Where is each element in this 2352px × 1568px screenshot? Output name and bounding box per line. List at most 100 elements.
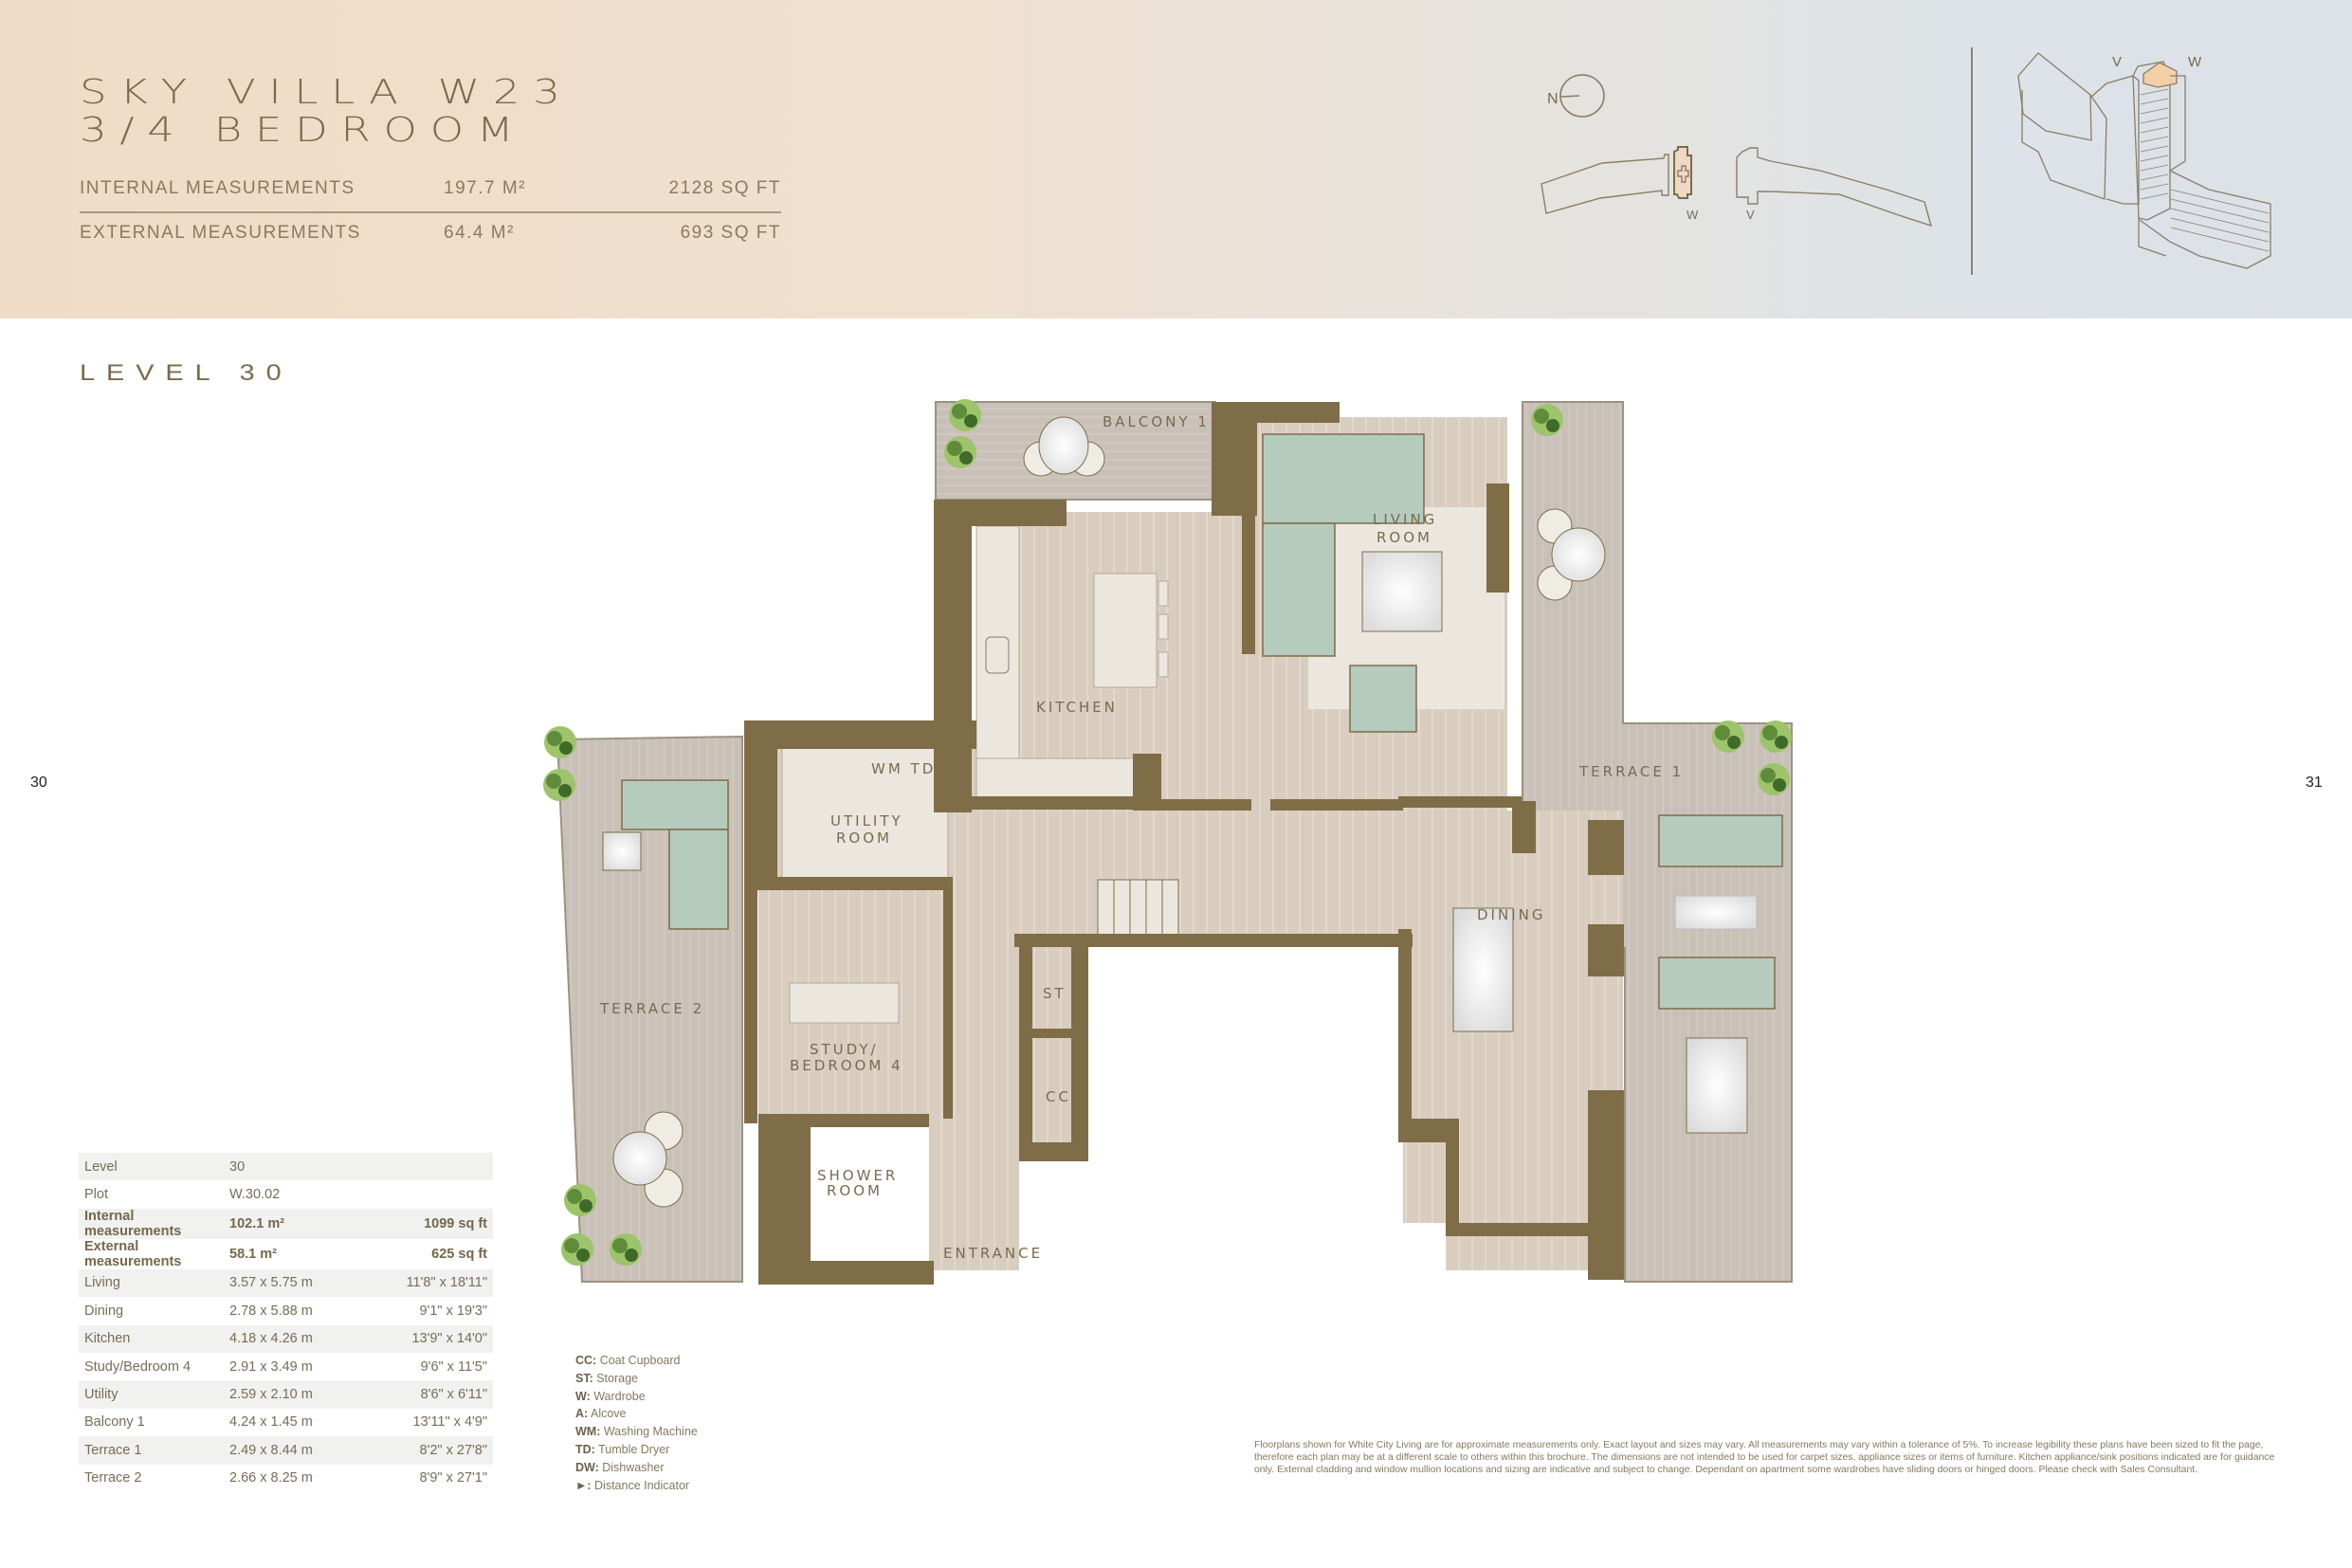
label-study-1: STUDY/ [810, 1041, 879, 1058]
spec-label: External measurements [84, 1238, 182, 1269]
legend-text: Washing Machine [600, 1425, 698, 1439]
page-title: SKY VILLA W23 3/4 BEDROOM [80, 74, 574, 150]
label-dining: DINING [1477, 906, 1545, 923]
legend-abbr: TD: [575, 1442, 595, 1456]
stairs [1097, 879, 1179, 941]
spec-label: Plot [84, 1187, 108, 1203]
terrace-2-table-set [612, 1111, 684, 1208]
legend-abbr: W: [575, 1389, 591, 1403]
spec-metric: 30 [224, 1153, 377, 1181]
terrace-2-sofa [621, 779, 729, 930]
internal-sqft: 2128 SQ FT [668, 178, 781, 198]
legend-text: Tumble Dryer [594, 1442, 670, 1456]
spec-metric: 102.1 m² [224, 1208, 377, 1239]
label-cc: CC [1046, 1088, 1071, 1105]
legend-abbr: WM: [575, 1425, 601, 1439]
spec-imperial: 8'2" x 27'8" [377, 1436, 493, 1465]
spec-label: Level [79, 1153, 224, 1181]
spec-row-balcony-1: Balcony 1 4.24 x 1.45 m 13'11" x 4'9" [79, 1409, 493, 1436]
spec-label: Study/Bedroom 4 [84, 1358, 191, 1375]
spec-metric: 4.24 x 1.45 m [229, 1414, 313, 1431]
spec-metric: 2.66 x 8.25 m [229, 1470, 313, 1486]
legend-item: CC: Coat Cupboard [575, 1352, 698, 1370]
spec-imperial: 8'9" x 27'1" [419, 1470, 487, 1486]
external-label: EXTERNAL MEASUREMENTS [80, 223, 361, 243]
header-band: SKY VILLA W23 3/4 BEDROOM INTERNAL MEASU… [0, 0, 2352, 319]
isometric-floor-lines [2140, 88, 2270, 252]
external-m2: 64.4 M² [444, 223, 515, 243]
spec-row-dining: Dining 2.78 x 5.88 m 9'1" x 19'3" [79, 1297, 493, 1324]
utility-counter [781, 746, 949, 881]
site-outline [1541, 146, 1933, 228]
label-st: ST [1043, 985, 1067, 1002]
living-armchair [1349, 665, 1417, 733]
spec-imperial: 9'1" x 19'3" [419, 1303, 487, 1319]
legend-item: WM: Washing Machine [575, 1423, 698, 1441]
spec-label: Utility [79, 1380, 224, 1409]
legend-item: A: Alcove [575, 1405, 698, 1423]
spec-imperial [377, 1153, 493, 1181]
spec-imperial: 625 sq ft [431, 1246, 487, 1262]
kitchen-sink-icon [985, 636, 1010, 674]
spec-imperial: 8'6" x 6'11" [377, 1380, 493, 1409]
legend-text: Storage [593, 1371, 639, 1385]
iso-label-w: W [2188, 54, 2202, 70]
spec-label: Dining [84, 1303, 124, 1319]
distance-indicator-icon: ►: [575, 1478, 592, 1492]
spec-metric: 4.18 x 4.26 m [224, 1324, 377, 1353]
disclaimer-text: Floorplans shown for White City Living a… [1254, 1440, 2275, 1475]
label-terrace-2: TERRACE 2 [599, 1000, 704, 1017]
legend-item: ST: Storage [575, 1370, 698, 1388]
spec-metric: 2.59 x 2.10 m [224, 1380, 377, 1409]
spec-imperial: 1099 sq ft [377, 1208, 493, 1239]
living-coffee-table [1361, 551, 1443, 632]
spec-imperial: 13'9" x 14'0" [377, 1324, 493, 1353]
terrace-1-table-set [1537, 508, 1606, 601]
label-entrance: ENTRANCE [943, 1245, 1043, 1262]
terrace-1-sofas [1658, 814, 1783, 1010]
isometric-building [2017, 52, 2271, 269]
legend-abbr: A: [575, 1407, 589, 1421]
spec-metric: W.30.02 [229, 1187, 281, 1203]
spec-label: Terrace 2 [84, 1470, 142, 1486]
legend-abbr: ST: [575, 1371, 593, 1385]
spec-imperial: 11'8" x 18'11" [377, 1268, 493, 1298]
label-living-2: ROOM [1377, 529, 1432, 546]
spec-metric: 2.78 x 5.88 m [229, 1303, 313, 1319]
title-line-1: SKY VILLA W23 [80, 73, 574, 112]
legend-text: Alcove [588, 1407, 627, 1421]
divider [80, 211, 781, 213]
label-utility-1: UTILITY [830, 812, 903, 830]
label-balcony-1: BALCONY 1 [1103, 413, 1210, 430]
spec-label: Kitchen [79, 1324, 224, 1353]
external-sqft: 693 SQ FT [680, 223, 781, 243]
site-label-v: V [1746, 208, 1755, 222]
legend-item: TD: Tumble Dryer [575, 1441, 698, 1459]
label-study-2: BEDROOM 4 [790, 1057, 903, 1074]
spec-metric: 2.91 x 3.49 m [229, 1358, 313, 1375]
spec-row-plot: Plot W.30.02 [79, 1180, 493, 1208]
label-terrace-1: TERRACE 1 [1578, 763, 1684, 780]
legend-item: W: Wardrobe [575, 1388, 698, 1406]
internal-label: INTERNAL MEASUREMENTS [80, 178, 356, 198]
spec-metric: 2.49 x 8.44 m [224, 1436, 377, 1465]
label-shower-1: SHOWER [817, 1167, 898, 1184]
kitchen-counter [975, 525, 1020, 802]
spec-imperial: 13'11" x 4'9" [412, 1414, 487, 1431]
terrace-2-side-table [602, 831, 642, 871]
legend-text: Distance Indicator [591, 1478, 690, 1492]
legend-item: DW: Dishwasher [575, 1459, 698, 1477]
label-utility-2: ROOM [836, 830, 892, 847]
kitchen-island [1093, 573, 1158, 688]
title-line-2: 3/4 BEDROOM [80, 111, 527, 150]
spec-imperial: 9'6" x 11'5" [420, 1358, 487, 1375]
spec-label: Balcony 1 [84, 1414, 145, 1431]
spec-label: Internal measurements [79, 1208, 224, 1239]
